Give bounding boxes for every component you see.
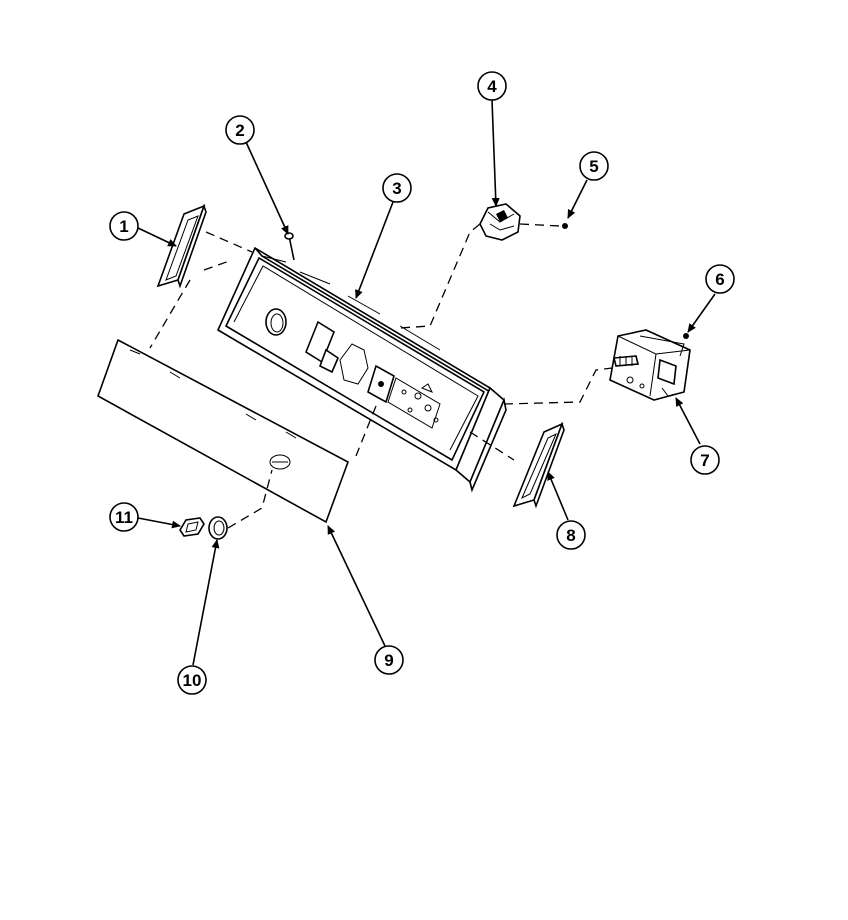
callout-1: 1 [109, 211, 139, 241]
callout-11: 11 [109, 502, 139, 532]
switch [479, 203, 521, 241]
timer-screw [683, 333, 689, 339]
knob [208, 516, 228, 540]
screw [284, 232, 295, 261]
callout-2-label: 2 [235, 121, 244, 140]
callout-9-label: 9 [384, 651, 393, 670]
callout-6: 6 [705, 264, 735, 294]
callout-6-label: 6 [715, 270, 724, 289]
leader-lines [137, 99, 716, 666]
right-end-cap [512, 421, 565, 509]
callout-10: 10 [177, 665, 207, 695]
left-end-cap [156, 203, 207, 289]
console-panel [216, 246, 507, 493]
timer-assembly [609, 329, 691, 401]
callout-11-label: 11 [115, 508, 133, 527]
callout-1-label: 1 [119, 217, 128, 236]
callout-3: 3 [382, 173, 412, 203]
knob-insert [179, 517, 205, 537]
front-overlay-panel [97, 338, 349, 524]
small-screw [562, 223, 568, 229]
assembly-lines [149, 223, 613, 529]
callout-10-label: 10 [183, 671, 202, 690]
callout-8: 8 [556, 520, 586, 550]
callout-9: 9 [374, 645, 404, 675]
callout-5-label: 5 [589, 157, 598, 176]
callout-2: 2 [225, 115, 255, 145]
callout-4-label: 4 [487, 77, 497, 96]
callout-4: 4 [477, 71, 507, 101]
callout-8-label: 8 [566, 526, 575, 545]
callout-7: 7 [690, 445, 720, 475]
callout-3-label: 3 [392, 179, 401, 198]
callout-5: 5 [579, 151, 609, 181]
callout-7-label: 7 [700, 451, 709, 470]
